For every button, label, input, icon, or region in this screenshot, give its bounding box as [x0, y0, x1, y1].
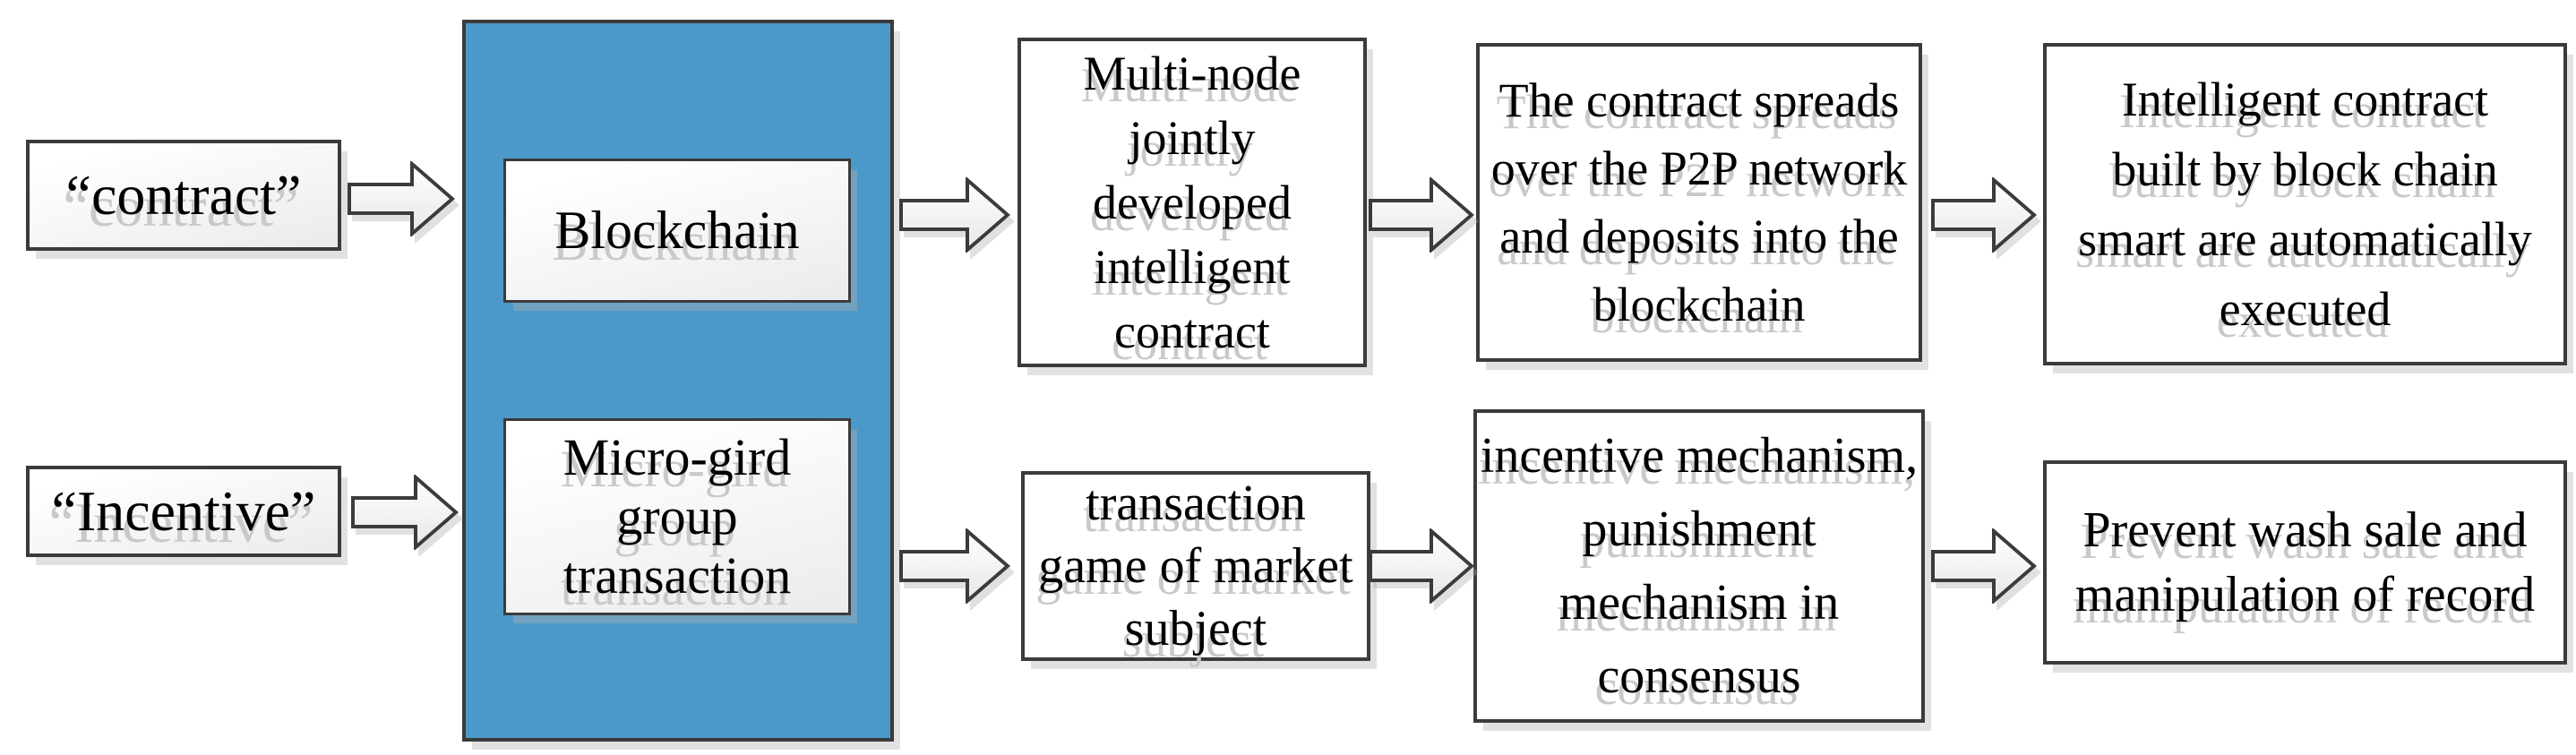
arrow-incentive-mechanism-to-prevent-icon	[1931, 528, 2037, 604]
arrow-blockchain-to-transaction-icon	[899, 528, 1010, 604]
node-multinode-label: Multi-node jointly developed intelligent…	[1083, 47, 1301, 358]
node-prevent: Prevent wash sale and manipulation of re…	[2043, 460, 2567, 665]
node-blockchain: Blockchain	[503, 159, 851, 303]
node-intelligent: Intelligent contract built by block chai…	[2043, 43, 2567, 365]
node-prevent-label: Prevent wash sale and manipulation of re…	[2074, 502, 2536, 622]
blockchain-container	[462, 20, 894, 742]
node-microgrid-label: Micro-gird group transaction	[562, 428, 792, 605]
node-incentive: “Incentive”	[26, 466, 341, 557]
node-transaction-label: transaction game of market subject	[1038, 476, 1353, 656]
node-incentive-label: “Incentive”	[51, 479, 316, 543]
node-incentive-mechanism: incentive mechanism, punishment mechanis…	[1473, 409, 1925, 723]
arrow-blockchain-to-multinode-icon	[899, 177, 1010, 253]
arrow-multinode-to-spreads-icon	[1369, 177, 1474, 253]
node-incentive-mechanism-label: incentive mechanism, punishment mechanis…	[1480, 428, 1919, 704]
node-microgrid: Micro-gird group transaction	[503, 418, 851, 615]
node-intelligent-label: Intelligent contract built by block chai…	[2078, 73, 2532, 336]
node-contract-label: “contract”	[65, 163, 302, 227]
node-blockchain-label: Blockchain	[554, 201, 800, 260]
arrow-contract-to-blockchain-icon	[348, 161, 455, 236]
arrow-spreads-to-intelligent-icon	[1931, 177, 2037, 253]
node-contract: “contract”	[26, 140, 341, 251]
arrow-transaction-to-incentive-mechanism-icon	[1369, 528, 1474, 604]
node-spreads: The contract spreads over the P2P networ…	[1476, 43, 1922, 362]
node-transaction: transaction game of market subject	[1021, 471, 1370, 661]
arrow-incentive-to-blockchain-icon	[351, 475, 459, 550]
node-spreads-label: The contract spreads over the P2P networ…	[1490, 73, 1908, 331]
node-multinode: Multi-node jointly developed intelligent…	[1018, 38, 1367, 367]
